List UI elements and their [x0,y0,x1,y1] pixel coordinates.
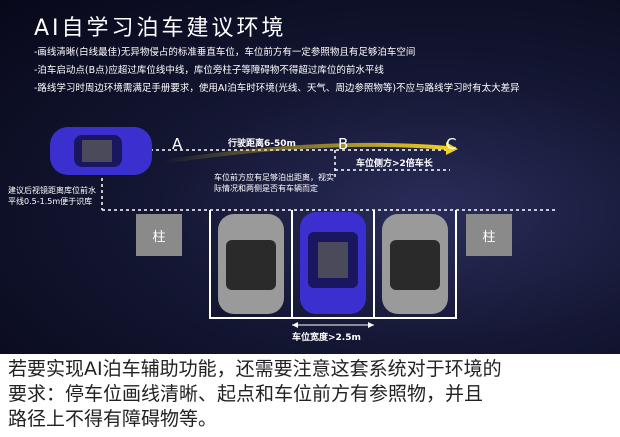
side-label: 车位侧方>2倍车长 [356,159,433,169]
arrow-head-icon [446,142,458,155]
parked-car-right-icon [382,214,448,314]
bullet-2: -泊车启动点(B点)应超过库位线中线，库位旁柱子等障碍物不得超过库位的前水平线 [34,65,384,76]
width-arrow-right-icon [368,322,374,328]
parked-car-left-icon [218,214,284,314]
caption-line-1: 若要实现AI泊车辅助功能，还需要注意这套系统对于环境的 [8,358,502,380]
pillar-right: 柱 [466,214,512,256]
mirror-note-2: 平线0.5-1.5m便于识库 [8,197,93,206]
bullet-3: -路线学习时周边环境需满足手册要求，使用AI泊车时环境(光线、天气、周边参照物等… [34,83,520,94]
bullet-1: -画线清晰(白线最佳)无异物侵占的标准垂直车位，车位前方有一定参照物且有足够泊车… [34,47,416,58]
caption-line-3: 路径上不得有障碍物等。 [8,408,218,430]
parking-diagram [50,127,458,328]
point-b-label: B [338,135,349,153]
front-note-1: 车位前方应有足够泊出距离，视实 [214,173,334,182]
bay-outline [209,210,457,319]
point-c-label: C [446,135,457,153]
infographic: AI自学习泊车建议环境 -画线清晰(白线最佳)无异物侵占的标准垂直车位，车位前方… [0,0,620,354]
caption: 若要实现AI泊车辅助功能，还需要注意这套系统对于环境的 要求：停车位画线清晰、起… [8,357,612,432]
parked-car-center-icon [300,212,366,314]
front-note-2: 际情况和两侧是否有车辆而定 [214,184,318,193]
caption-line-2: 要求：停车位画线清晰、起点和车位前方有参照物，并且 [8,383,484,405]
path-arrow [161,142,449,164]
pillar-left: 柱 [136,214,182,256]
width-label: 车位宽度>2.5m [292,333,361,343]
mirror-note-1: 建议后视镜距离库位前水 [8,186,96,195]
moving-car-icon [50,127,152,175]
point-a-label: A [172,135,183,153]
page-title: AI自学习泊车建议环境 [34,16,287,41]
distance-label: 行驶距离6-50m [228,139,296,149]
width-arrow-left-icon [292,322,298,328]
